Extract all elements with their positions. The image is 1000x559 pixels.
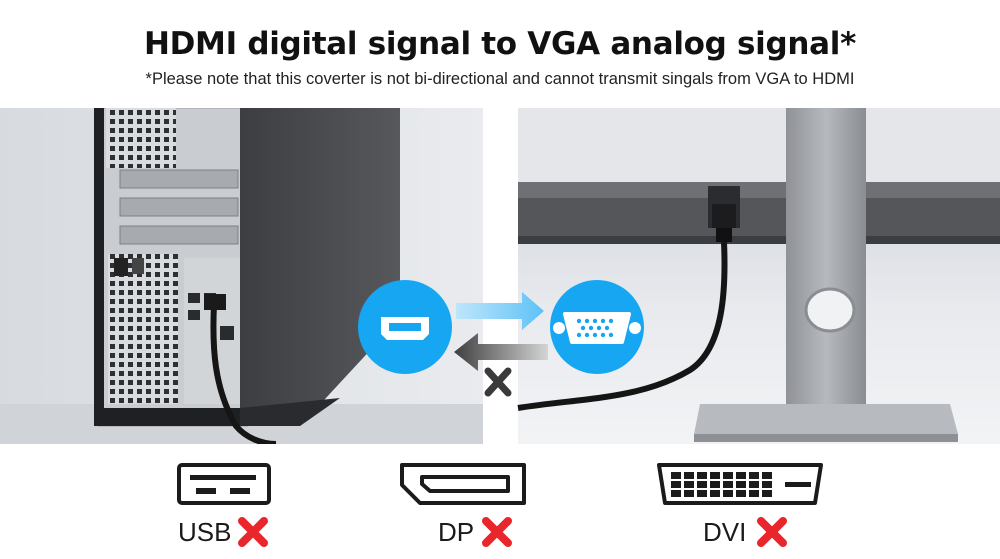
hdmi-port-icon	[358, 280, 452, 374]
unsupported-connectors: USB DP DVI	[0, 455, 1000, 559]
displayport-icon	[400, 463, 526, 505]
red-cross-icon	[482, 517, 512, 547]
arrow-left-icon	[454, 333, 548, 371]
usb-port-icon	[177, 463, 271, 505]
connector-dp: DP	[398, 455, 530, 559]
connector-dvi: DVI	[655, 455, 827, 559]
connector-usb: USB	[176, 455, 276, 559]
cross-icon	[484, 367, 512, 397]
connection-scene	[0, 108, 1000, 444]
vga-port-icon	[550, 280, 644, 374]
pc-case-photo	[0, 108, 483, 444]
connector-label: USB	[178, 517, 232, 547]
arrow-right-icon	[456, 292, 544, 330]
page-title: HDMI digital signal to VGA analog signal…	[143, 26, 857, 62]
connector-label: DP	[438, 517, 475, 547]
dvi-port-icon	[657, 463, 823, 505]
red-cross-icon	[757, 517, 787, 547]
connector-label: DVI	[703, 517, 747, 547]
monitor-photo	[517, 108, 1000, 444]
red-cross-icon	[238, 517, 268, 547]
page-note: *Please note that this coverter is not b…	[145, 70, 855, 88]
